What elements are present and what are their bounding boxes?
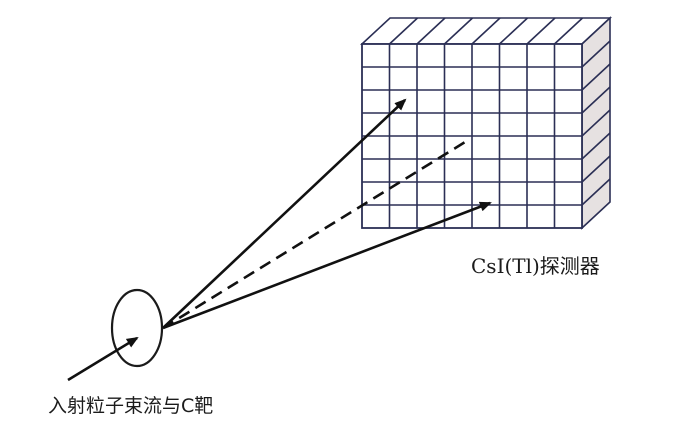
incident-beam-arrow bbox=[67, 336, 139, 382]
top-divider-line bbox=[443, 17, 474, 45]
top-divider-line bbox=[388, 17, 419, 45]
detector-side-dividers bbox=[581, 40, 611, 206]
scattered-arrow-lower bbox=[162, 201, 492, 330]
top-divider-line bbox=[471, 17, 501, 45]
scattered-arrow-upper bbox=[162, 98, 407, 329]
detector-top-dividers bbox=[388, 17, 584, 45]
top-divider-line bbox=[498, 17, 529, 45]
target-label: 入射粒子束流与C靶 bbox=[48, 395, 214, 417]
side-divider-line bbox=[581, 86, 611, 114]
side-divider-line bbox=[581, 40, 611, 68]
side-divider-line bbox=[581, 63, 611, 91]
scattered-arrow-dashed bbox=[162, 137, 471, 330]
side-divider-line bbox=[581, 109, 611, 137]
detector-label: CsI(Tl)探测器 bbox=[471, 254, 600, 278]
csi-detector-array bbox=[359, 16, 613, 230]
side-divider-line bbox=[581, 178, 611, 206]
detector-front-grid bbox=[361, 43, 583, 229]
top-divider-line bbox=[526, 17, 556, 45]
side-divider-line bbox=[581, 132, 611, 160]
top-divider-line bbox=[553, 17, 584, 45]
side-divider-line bbox=[581, 155, 611, 183]
top-divider-line bbox=[416, 17, 446, 45]
carbon-target-ellipse bbox=[110, 288, 164, 368]
